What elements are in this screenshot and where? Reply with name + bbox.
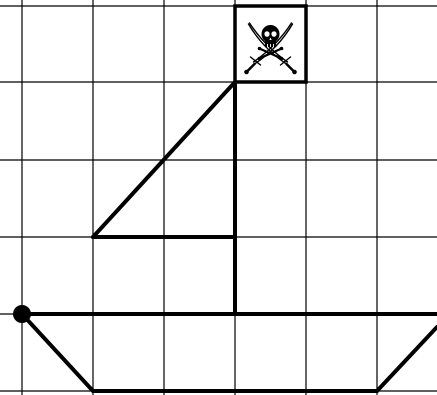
skull-and-crossed-swords-icon <box>245 23 296 74</box>
start-point-dot <box>13 305 31 323</box>
hull <box>22 314 437 391</box>
